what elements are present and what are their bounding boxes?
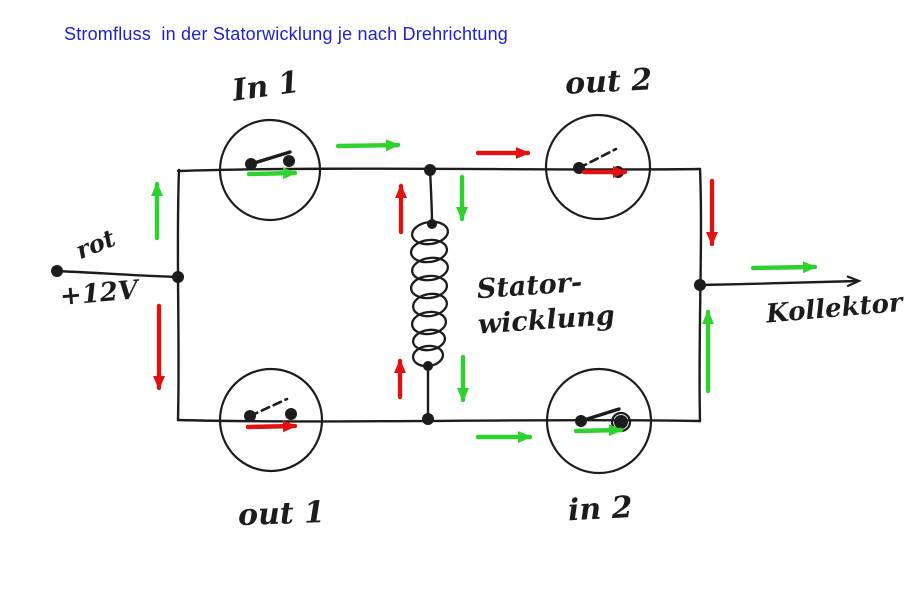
diagram-title: Stromfluss in der Statorwicklung je nach… (64, 24, 508, 44)
left-wire (176, 168, 181, 422)
coil-label-line2: wicklung (477, 300, 616, 340)
switch-in2-lever (579, 407, 621, 423)
switch-in1-label: In 1 (229, 65, 301, 109)
bottom-wire (176, 418, 702, 423)
switch-in1-lever (249, 150, 292, 166)
green-arrow-in1 (246, 167, 298, 180)
supply-color-label: rot (72, 223, 120, 265)
coil-loop (411, 328, 447, 352)
circuit-wires (55, 167, 858, 423)
switch-out1-lever (248, 397, 289, 418)
right-wire (698, 167, 703, 423)
junction-dot (423, 361, 433, 371)
switch-in2 (545, 367, 653, 475)
supply-wire (55, 269, 181, 279)
switch-in1 (218, 118, 322, 222)
switch-out2-circle (544, 113, 652, 221)
switch-in1-circle (218, 118, 322, 222)
coil-loop (411, 292, 449, 318)
switch-out2-label: out 2 (564, 62, 653, 102)
junction-dot (427, 219, 437, 229)
green-current-arrows (151, 139, 818, 443)
switch-in1-contact-right (283, 155, 295, 167)
coil-label-line1: Stator- (476, 267, 583, 305)
switch-out2-contact-left (573, 162, 585, 174)
switch-out2-lever (577, 147, 618, 170)
coil-loop (409, 238, 449, 264)
green-arrow-in2 (573, 424, 624, 437)
green-arrow-top-right (335, 139, 401, 152)
top-wire (176, 167, 702, 173)
junction-dot (172, 271, 184, 283)
switch-in2-contact-right (614, 415, 628, 429)
collector-label: Kollektor (764, 288, 906, 330)
switch-in2-circle (545, 367, 653, 475)
switch-out1-contact-left (244, 410, 256, 422)
switch-in2-contact-left (575, 415, 587, 427)
switch-out1-label: out 1 (237, 495, 325, 533)
collector-wire (698, 281, 858, 285)
green-arrow-output (750, 261, 818, 274)
red-arrow-out1 (245, 420, 298, 433)
switch-in2-label: in 2 (567, 490, 633, 528)
coil-top-wire (428, 168, 434, 226)
red-current-arrows (153, 147, 718, 433)
supply-voltage-label: +12V (59, 275, 142, 312)
switch-out1 (218, 367, 324, 473)
junction-dot (424, 164, 436, 176)
switch-out2 (544, 113, 652, 221)
stator-coil (409, 220, 450, 368)
coil-loop (409, 274, 449, 300)
switch-out1-contact-right (285, 408, 297, 420)
junction-dots (51, 164, 706, 425)
switch-in1-contact-left (245, 158, 257, 170)
coil-loop (410, 310, 448, 336)
coil-loop (410, 256, 450, 282)
junction-dot (51, 265, 63, 277)
switch-out1-circle (218, 367, 324, 473)
diagram-labels: In 1 out 2 out 1 in 2 rot +12V Stator- w… (59, 62, 906, 533)
junction-dot (694, 279, 706, 291)
junction-dot (422, 413, 434, 425)
